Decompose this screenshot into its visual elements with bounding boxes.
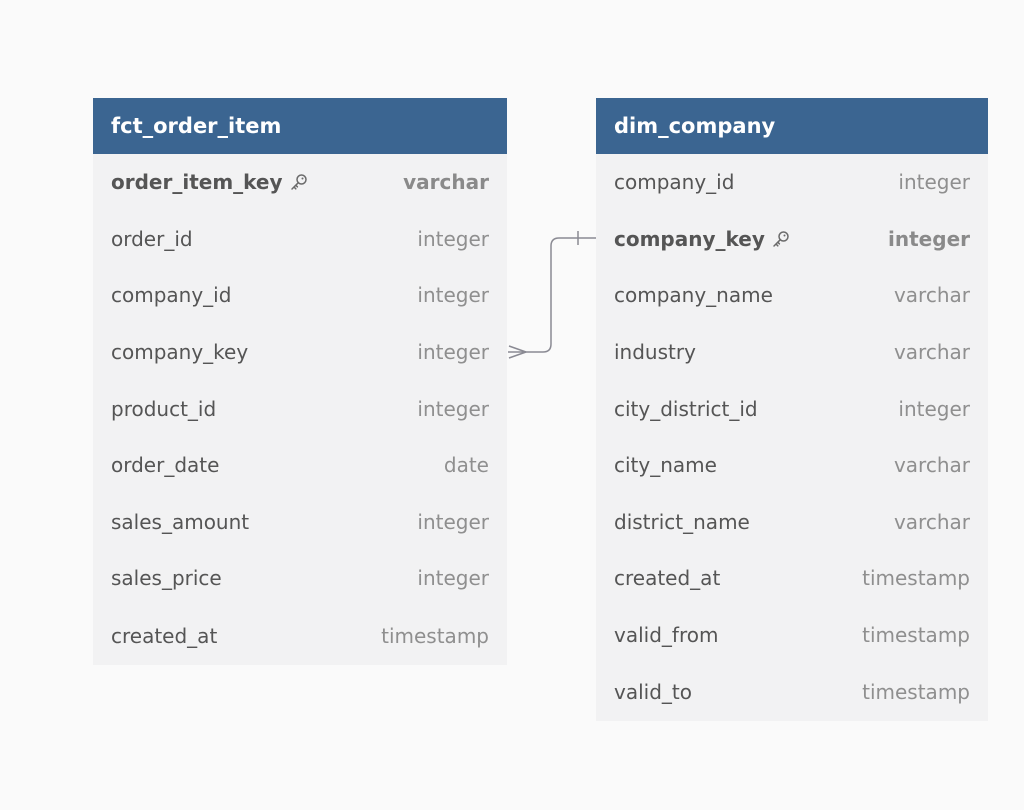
column-type: varchar: [893, 283, 970, 308]
column-row[interactable]: sales_amount integer: [93, 494, 507, 551]
column-name: valid_from: [614, 623, 718, 647]
column-type: timestamp: [862, 566, 970, 591]
column-name: company_id: [614, 170, 734, 194]
key-icon: [771, 229, 791, 249]
column-name-text: order_id: [111, 226, 193, 251]
column-type: integer: [898, 170, 970, 195]
column-name-text: company_id: [614, 170, 735, 195]
column-row[interactable]: valid_from timestamp: [596, 607, 988, 664]
column-name: city_name: [614, 453, 717, 477]
column-type: integer: [417, 509, 489, 534]
relationship-line[interactable]: [508, 237, 596, 353]
column-row[interactable]: industry varchar: [596, 324, 988, 381]
column-name-text: sales_amount: [111, 509, 250, 534]
column-type: timestamp: [381, 623, 489, 648]
column-name-text: city_name: [614, 453, 717, 478]
column-name-text: valid_from: [614, 623, 719, 648]
column-type: integer: [417, 396, 489, 421]
column-name: created_at: [111, 624, 217, 648]
table-title[interactable]: fct_order_item: [93, 98, 507, 154]
column-name-text: sales_price: [111, 566, 222, 591]
column-name-text: company_id: [111, 283, 232, 308]
column-name: sales_price: [111, 566, 222, 590]
column-name: company_name: [614, 283, 773, 307]
column-type: integer: [417, 566, 489, 591]
column-name: order_item_key: [111, 170, 309, 194]
column-row[interactable]: company_id integer: [93, 267, 507, 324]
key-icon: [289, 172, 309, 192]
column-name-text: created_at: [111, 623, 218, 648]
column-type: integer: [417, 340, 489, 365]
column-name-text: order_item_key: [111, 170, 283, 195]
column-row[interactable]: city_district_id integer: [596, 380, 988, 437]
column-name-text: order_date: [111, 453, 220, 478]
crows-foot-many-marker: [508, 345, 527, 359]
column-type: integer: [417, 226, 489, 251]
column-name: product_id: [111, 397, 216, 421]
column-type: integer: [888, 226, 970, 251]
column-name-text: district_name: [614, 509, 750, 534]
column-type: varchar: [893, 509, 970, 534]
column-name-text: valid_to: [614, 680, 692, 705]
column-name: created_at: [614, 566, 720, 590]
column-type: timestamp: [862, 623, 970, 648]
column-row[interactable]: order_item_key varchar: [93, 154, 507, 211]
column-type: timestamp: [862, 680, 970, 705]
column-name-text: created_at: [614, 566, 721, 591]
column-type: varchar: [893, 340, 970, 365]
column-row[interactable]: company_id integer: [596, 154, 988, 211]
column-type: integer: [898, 396, 970, 421]
column-row[interactable]: product_id integer: [93, 380, 507, 437]
table-title[interactable]: dim_company: [596, 98, 988, 154]
column-row[interactable]: created_at timestamp: [93, 607, 507, 665]
column-row[interactable]: city_name varchar: [596, 437, 988, 494]
column-type: varchar: [893, 453, 970, 478]
column-name: city_district_id: [614, 397, 758, 421]
column-row[interactable]: company_key integer: [596, 211, 988, 268]
column-name-text: company_key: [111, 340, 249, 365]
column-row[interactable]: company_key integer: [93, 324, 507, 381]
column-name: sales_amount: [111, 510, 249, 534]
column-name: company_key: [614, 227, 791, 251]
column-name-text: company_name: [614, 283, 773, 308]
column-name: industry: [614, 340, 696, 364]
column-row[interactable]: order_id integer: [93, 211, 507, 268]
column-row[interactable]: order_date date: [93, 437, 507, 494]
column-type: date: [443, 453, 489, 478]
column-name-text: industry: [614, 340, 696, 365]
column-name-text: city_district_id: [614, 396, 758, 421]
column-name-text: company_key: [614, 226, 765, 251]
column-type: varchar: [403, 170, 489, 195]
column-name: order_id: [111, 227, 193, 251]
column-name: company_id: [111, 283, 231, 307]
column-name: company_key: [111, 340, 248, 364]
column-name: district_name: [614, 510, 750, 534]
column-row[interactable]: created_at timestamp: [596, 550, 988, 607]
column-name: order_date: [111, 453, 219, 477]
column-row[interactable]: valid_to timestamp: [596, 663, 988, 721]
column-row[interactable]: district_name varchar: [596, 494, 988, 551]
column-type: integer: [417, 283, 489, 308]
column-row[interactable]: sales_price integer: [93, 550, 507, 607]
column-row[interactable]: company_name varchar: [596, 267, 988, 324]
column-name-text: product_id: [111, 396, 217, 421]
column-name: valid_to: [614, 680, 692, 704]
